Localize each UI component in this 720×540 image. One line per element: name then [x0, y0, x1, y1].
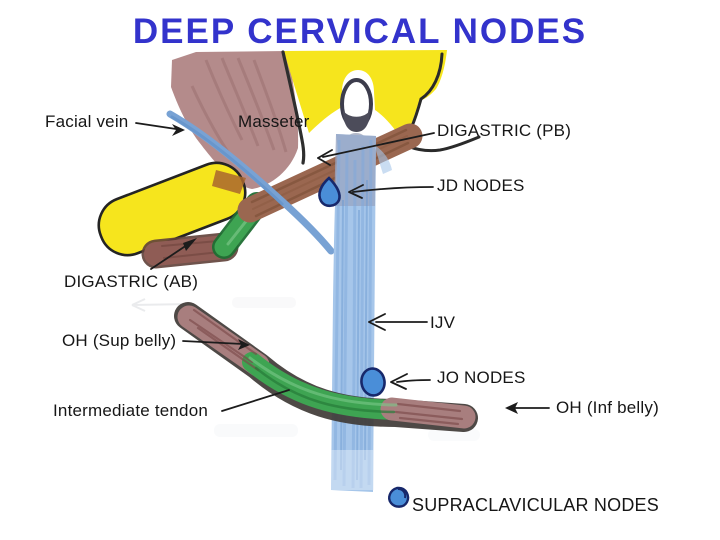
scan-ghost-marks	[131, 297, 480, 441]
label-digastric-pb: DIGASTRIC (PB)	[437, 121, 572, 140]
digastric-pb-arrow	[317, 132, 435, 166]
label-facial-vein: Facial vein	[45, 112, 129, 131]
label-masseter: Masseter	[238, 112, 310, 131]
oh-inf-belly-arrow	[505, 402, 550, 414]
omohyoid-muscle	[174, 302, 478, 432]
parotid-gland	[284, 50, 447, 142]
label-supraclavicular-nodes: SUPRACLAVICULAR NODES	[412, 495, 659, 515]
jo-node	[360, 367, 386, 397]
label-digastric-ab: DIGASTRIC (AB)	[64, 272, 199, 291]
label-ijv: IJV	[430, 313, 456, 332]
masseter-muscle	[171, 51, 299, 189]
label-jo-nodes: JO NODES	[437, 368, 526, 387]
oh-sup-belly-arrow	[182, 339, 250, 350]
facial-vein-vessel	[166, 110, 335, 255]
jo-nodes-arrow	[390, 373, 431, 390]
label-oh-sup-belly: OH (Sup belly)	[62, 331, 177, 350]
supraclavicular-node	[388, 486, 410, 508]
intermediate-tendon-leader	[221, 389, 290, 412]
submandibular-band	[97, 161, 247, 257]
facial-vein-arrow	[135, 122, 185, 136]
label-jd-nodes: JD NODES	[437, 176, 525, 195]
label-oh-inf-belly: OH (Inf belly)	[556, 398, 659, 417]
label-intermediate-tendon: Intermediate tendon	[53, 401, 209, 420]
jd-nodes-arrow	[348, 184, 434, 199]
jd-node	[318, 176, 341, 208]
ijv-vessel	[331, 134, 392, 492]
digastric-ab-arrow	[150, 238, 197, 270]
page-title: DEEP CERVICAL NODES	[132, 12, 588, 51]
ijv-arrow	[368, 313, 428, 331]
